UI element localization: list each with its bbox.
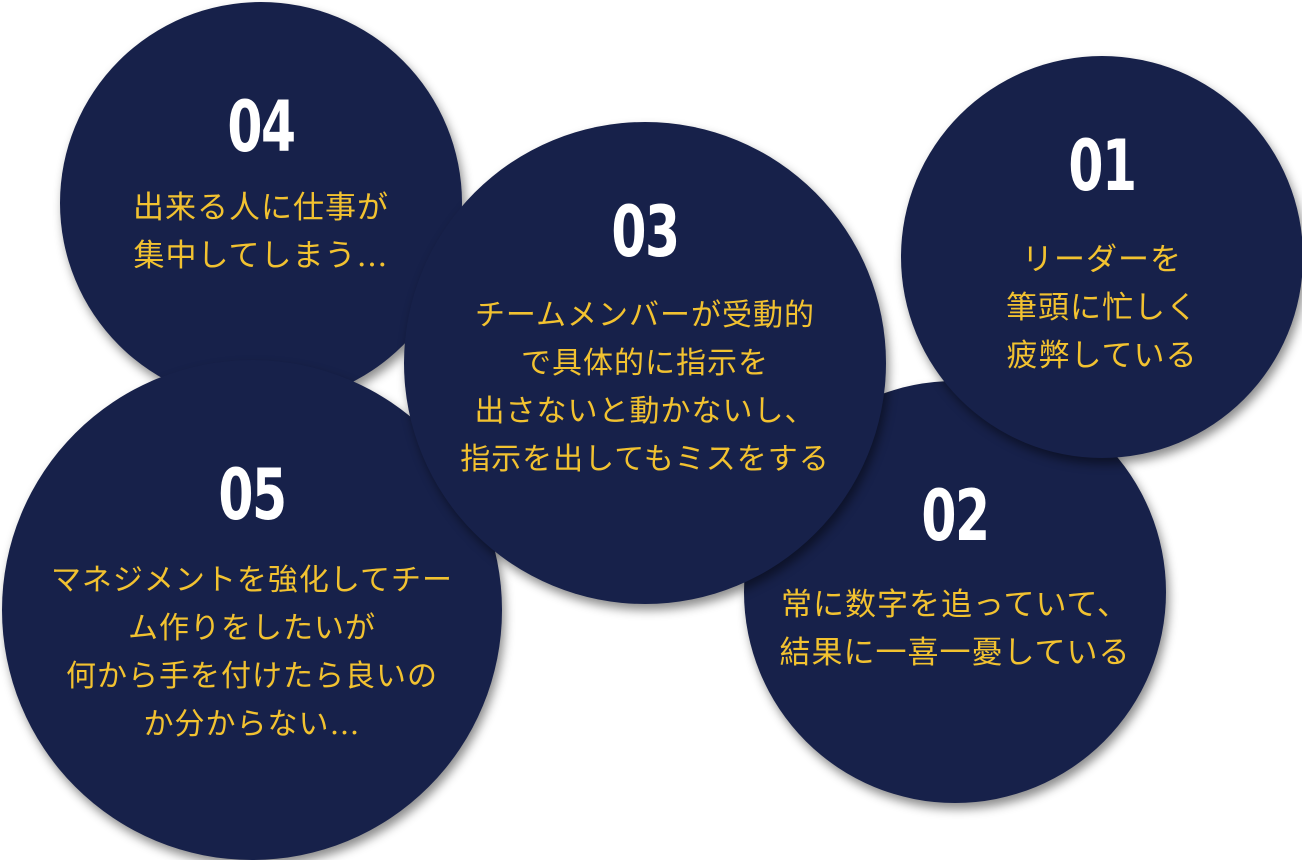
issue-line: 集中してしまう…: [133, 238, 389, 274]
issue-line: 何から手を付けたら良いの: [66, 659, 438, 694]
issue-number-04: 04: [227, 86, 296, 168]
issue-circle-04: 04 出来る人に仕事が 集中してしまう…: [60, 2, 462, 404]
issue-line: チームメンバーが受動的: [474, 298, 816, 333]
issue-line: リーダーを: [1022, 242, 1182, 278]
issue-circle-01: 01 リーダーを 筆頭に忙しく 疲弊している: [901, 56, 1302, 458]
issue-text-05: マネジメントを強化してチー ム作りをしたいが 何から手を付けたら良いの か分から…: [2, 557, 502, 749]
issue-line: か分からない…: [143, 707, 361, 742]
issue-line: で具体的に指示を: [521, 346, 769, 381]
issue-line: 常に数字を追っていて、: [781, 587, 1129, 623]
issue-circle-03: 03 チームメンバーが受動的 で具体的に指示を 出さないと動かないし、 指示を出…: [404, 122, 886, 604]
issue-line: ム作りをしたいが: [128, 611, 376, 646]
issue-line: 筆頭に忙しく: [1006, 290, 1198, 326]
issue-text-01: リーダーを 筆頭に忙しく 疲弊している: [901, 236, 1302, 380]
issue-text-04: 出来る人に仕事が 集中してしまう…: [60, 184, 462, 280]
issue-text-03: チームメンバーが受動的 で具体的に指示を 出さないと動かないし、 指示を出しても…: [404, 292, 886, 484]
issue-circle-05: 05 マネジメントを強化してチー ム作りをしたいが 何から手を付けたら良いの か…: [2, 360, 502, 860]
issue-line: 指示を出してもミスをする: [460, 442, 830, 477]
issue-line: 出さないと動かないし、: [474, 394, 816, 429]
issue-text-02: 常に数字を追っていて、 結果に一喜一憂している: [744, 581, 1166, 677]
issue-line: 疲弊している: [1006, 338, 1198, 374]
issue-number-01: 01: [1068, 125, 1137, 207]
issue-line: 出来る人に仕事が: [133, 190, 389, 226]
issue-line: 結果に一喜一憂している: [779, 635, 1131, 671]
issue-line: マネジメントを強化してチー: [50, 563, 454, 598]
issue-number-02: 02: [921, 475, 990, 557]
issue-number-03: 03: [611, 191, 680, 273]
issue-number-05: 05: [218, 454, 287, 536]
